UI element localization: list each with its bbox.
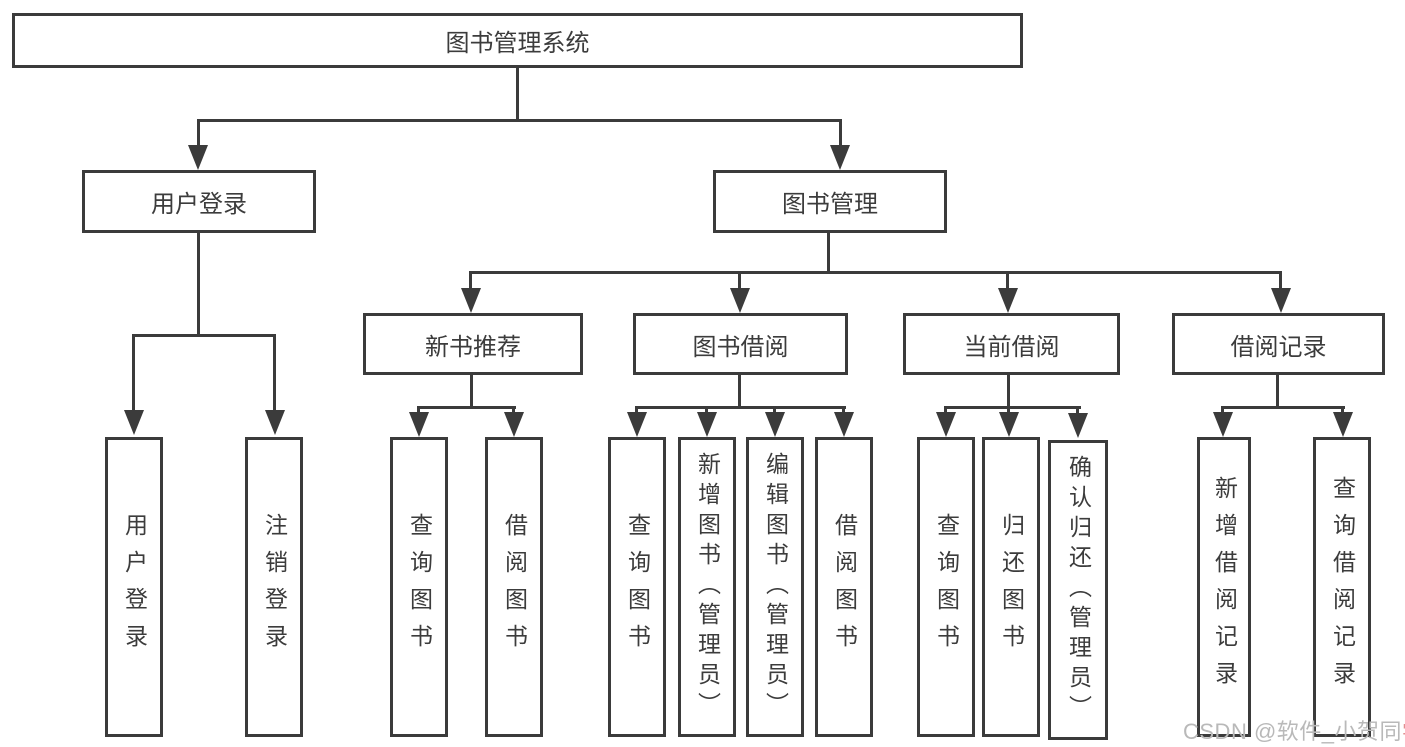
node-book-management-label: 图书管理 <box>782 191 878 218</box>
leaf-records-add-record: 新增借阅记录 <box>1197 437 1251 737</box>
leaf-current-confirm-return-admin: 确认归还（管理员） <box>1048 440 1108 740</box>
connector-level3-stem-4 <box>1279 271 1282 291</box>
leaf-current-return-books-label: 归还图书 <box>998 513 1025 661</box>
leaf-recommend-borrow-books: 借阅图书 <box>485 437 543 737</box>
arrowhead-down-icon <box>697 412 717 437</box>
leaf-records-add-record-label: 新增借阅记录 <box>1211 476 1238 698</box>
leaf-recommend-query-books-label: 查询图书 <box>406 513 433 661</box>
arrowhead-down-icon <box>1271 288 1291 313</box>
connector-records-stem-2 <box>1341 406 1344 415</box>
connector-borrow-stem-1 <box>635 406 638 415</box>
node-current-borrowing-label: 当前借阅 <box>963 333 1060 361</box>
arrowhead-down-icon <box>504 412 524 437</box>
connector-borrow-stem-4 <box>842 406 845 415</box>
node-borrowing-records-label: 借阅记录 <box>1230 333 1327 361</box>
arrowhead-down-icon <box>730 288 750 313</box>
leaf-logout-label: 注销登录 <box>261 513 288 661</box>
arrowhead-down-icon <box>999 412 1019 437</box>
leaf-user-login-label: 用户登录 <box>121 513 148 661</box>
leaf-records-query-record: 查询借阅记录 <box>1313 437 1371 737</box>
arrowhead-down-icon <box>998 288 1018 313</box>
leaf-borrow-query-books-label: 查询图书 <box>624 513 651 661</box>
connector-level3-hline <box>469 271 1282 274</box>
arrowhead-down-icon <box>188 145 208 170</box>
csdn-watermark: CSDN @软件_小贺同学 <box>1183 714 1405 746</box>
connector-current-stem-3 <box>1076 406 1079 415</box>
connector-borrow-stem-2 <box>705 406 708 415</box>
arrowhead-down-icon <box>409 412 429 437</box>
node-user-login: 用户登录 <box>82 170 316 233</box>
arrowhead-down-icon <box>765 412 785 437</box>
arrowhead-down-icon <box>1213 412 1233 437</box>
node-new-book-recommend: 新书推荐 <box>363 313 583 375</box>
connector-user-stem-2 <box>273 334 276 412</box>
leaf-recommend-borrow-books-label: 借阅图书 <box>501 513 528 661</box>
connector-current-stem-2 <box>1007 406 1010 415</box>
leaf-borrow-edit-books-admin: 编辑图书（管理员） <box>746 437 804 737</box>
connector-records-trunk <box>1276 375 1279 409</box>
leaf-borrow-query-books: 查询图书 <box>608 437 666 737</box>
leaf-current-query-books-label: 查询图书 <box>933 513 960 661</box>
node-book-borrowing: 图书借阅 <box>633 313 848 375</box>
connector-recommend-hline <box>417 406 516 409</box>
connector-recommend-trunk <box>470 375 473 409</box>
node-system-root: 图书管理系统 <box>12 13 1023 68</box>
arrowhead-down-icon <box>124 410 144 435</box>
node-book-borrowing-label: 图书借阅 <box>692 333 789 361</box>
csdn-watermark-text: CSDN @软件_小贺同 <box>1183 719 1403 744</box>
connector-user-trunk <box>197 233 200 337</box>
arrowhead-down-icon <box>265 410 285 435</box>
connector-current-hline <box>944 406 1081 409</box>
connector-level3-stem-3 <box>1006 271 1009 291</box>
leaf-current-return-books: 归还图书 <box>982 437 1040 737</box>
node-book-management: 图书管理 <box>713 170 947 233</box>
connector-recommend-stem-1 <box>417 406 420 415</box>
connector-recommend-stem-2 <box>512 406 515 415</box>
leaf-borrow-add-books-admin: 新增图书（管理员） <box>678 437 736 737</box>
csdn-watermark-accent: 学 <box>1402 719 1405 744</box>
connector-borrow-hline <box>635 406 846 409</box>
leaf-borrow-edit-books-admin-label: 编辑图书（管理员） <box>762 452 789 722</box>
leaf-borrow-add-books-admin-label: 新增图书（管理员） <box>694 452 721 722</box>
leaf-current-query-books: 查询图书 <box>917 437 975 737</box>
node-user-login-label: 用户登录 <box>151 191 247 218</box>
leaf-borrow-borrow-books-label: 借阅图书 <box>831 513 858 661</box>
connector-level3-stem-1 <box>469 271 472 291</box>
leaf-current-confirm-return-admin-label: 确认归还（管理员） <box>1065 455 1092 725</box>
leaf-logout: 注销登录 <box>245 437 303 737</box>
node-system-root-label: 图书管理系统 <box>445 30 590 57</box>
connector-borrow-stem-3 <box>773 406 776 415</box>
arrowhead-down-icon <box>627 412 647 437</box>
leaf-recommend-query-books: 查询图书 <box>390 437 448 737</box>
connector-level2-stem-right <box>839 119 842 147</box>
arrowhead-down-icon <box>1333 412 1353 437</box>
arrowhead-down-icon <box>1068 413 1088 438</box>
connector-user-hline <box>132 334 276 337</box>
connector-records-stem-1 <box>1221 406 1224 415</box>
arrowhead-down-icon <box>834 412 854 437</box>
connector-current-trunk <box>1007 375 1010 409</box>
leaf-user-login: 用户登录 <box>105 437 163 737</box>
connector-level2-hline <box>197 119 842 122</box>
connector-level3-stem-2 <box>738 271 741 291</box>
node-current-borrowing: 当前借阅 <box>903 313 1120 375</box>
arrowhead-down-icon <box>936 412 956 437</box>
connector-user-stem-1 <box>132 334 135 412</box>
node-new-book-recommend-label: 新书推荐 <box>425 333 521 361</box>
arrowhead-down-icon <box>830 145 850 170</box>
connector-level2-stem-left <box>197 119 200 147</box>
connector-records-hline <box>1221 406 1345 409</box>
node-borrowing-records: 借阅记录 <box>1172 313 1385 375</box>
connector-mgmt-trunk <box>827 233 830 273</box>
connector-borrow-trunk <box>738 375 741 409</box>
connector-root-trunk <box>516 68 519 120</box>
connector-current-stem-1 <box>944 406 947 415</box>
arrowhead-down-icon <box>461 288 481 313</box>
leaf-records-query-record-label: 查询借阅记录 <box>1329 476 1356 698</box>
leaf-borrow-borrow-books: 借阅图书 <box>815 437 873 737</box>
